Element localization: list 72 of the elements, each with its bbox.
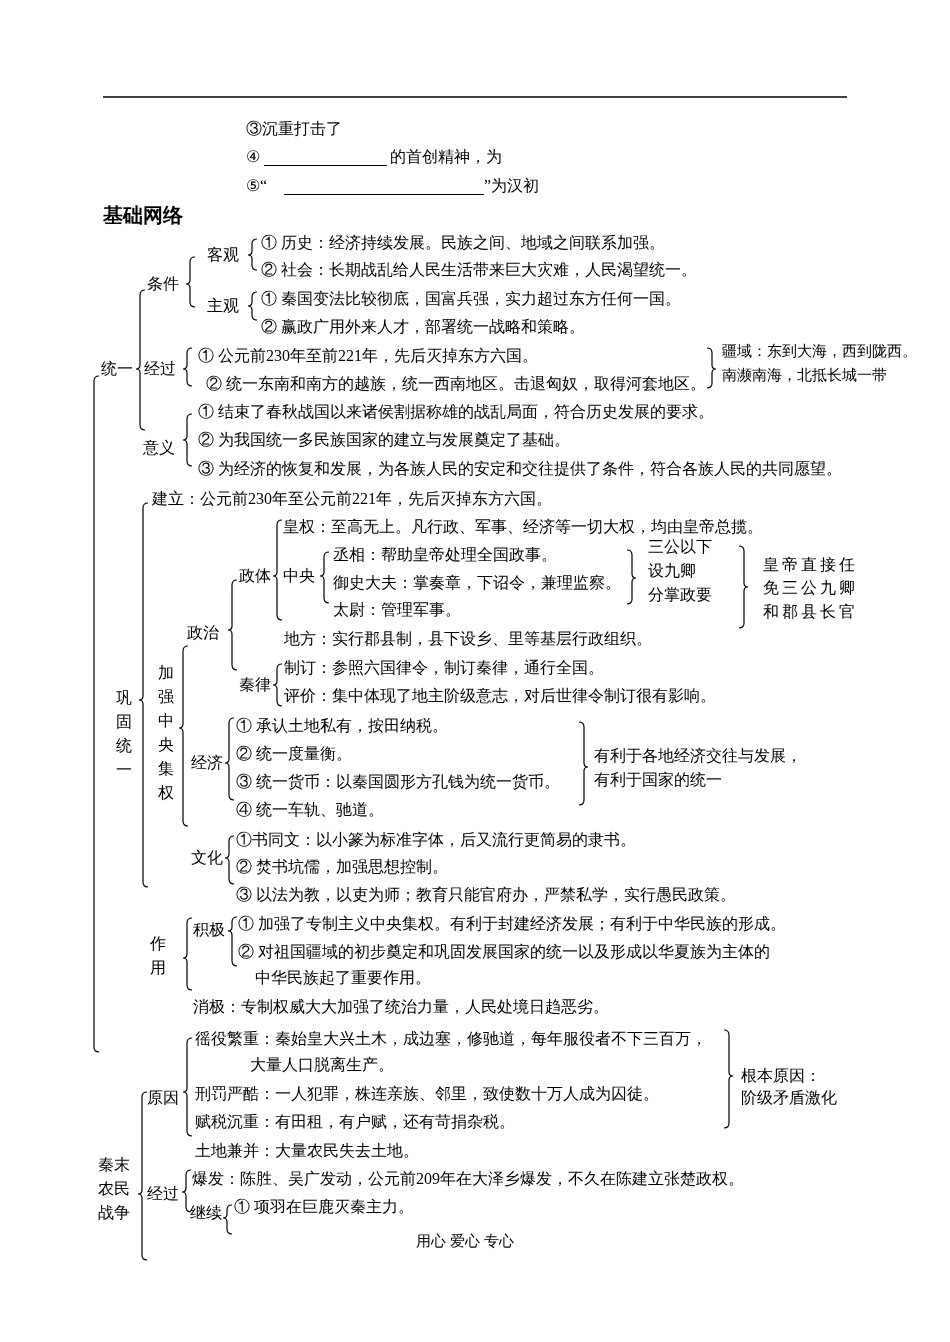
outline-text: ① 秦国变法比较彻底，国富兵强，实力超过东方任何一国。 — [261, 289, 681, 309]
outline-text: ① 结束了春秋战国以来诸侯割据称雄的战乱局面，符合历史发展的要求。 — [198, 402, 714, 422]
note-text: 有利于国家的统一 — [594, 770, 722, 790]
section-heading: 基础网络 — [103, 202, 183, 228]
category-label: 秦律 — [239, 675, 271, 695]
category-label: 政体 — [239, 566, 271, 586]
question-text: ④ — [246, 147, 260, 167]
category-label: 经济 — [191, 753, 223, 773]
outline-text: ① 加强了专制主义中央集权。有利于封建经济发展；有利于中华民族的形成。 — [238, 914, 786, 934]
outline-text: ③ 为经济的恢复和发展，为各族人民的安定和交往提供了条件，符合各族人民的共同愿望。 — [198, 459, 842, 479]
outline-text: ① 历史：经济持续发展。民族之间、地域之间联系加强。 — [261, 233, 665, 253]
note-text: 阶级矛盾激化 — [741, 1088, 837, 1108]
outline-text: 消极：专制权威大大加强了统治力量，人民处境日趋恶劣。 — [193, 997, 609, 1017]
outline-text: ② 统一东南和南方的越族，统一西南地区。击退匈奴，取得河套地区。 — [206, 374, 706, 394]
note-text: 南濒南海，北抵长城一带 — [722, 366, 887, 385]
category-label: 主观 — [207, 296, 239, 316]
outline-text: 地方：实行郡县制，县下设乡、里等基层行政组织。 — [284, 629, 652, 649]
note-text: 三公以下 — [648, 537, 712, 557]
category-label: 中央 — [283, 566, 315, 586]
question-text: ”为汉初 — [484, 176, 540, 196]
outline-text: 赋税沉重：有田租，有户赋，还有苛捐杂税。 — [195, 1112, 515, 1132]
question-text: ⑤“ — [246, 176, 268, 196]
outline-text: 土地兼并：大量农民失去土地。 — [195, 1141, 419, 1161]
question-text: 的首创精神，为 — [390, 147, 502, 167]
note-text: 有利于各地经济交往与发展， — [594, 746, 802, 766]
category-label: 条件 — [147, 274, 179, 294]
outline-text: 制订：参照六国律令，制订秦律，通行全国。 — [284, 658, 604, 678]
note-text: 皇帝直接任 — [763, 555, 858, 575]
category-label: 积极 — [193, 920, 225, 940]
note-text: 分掌政要 — [648, 585, 712, 605]
outline-text: 太尉：管理军事。 — [333, 600, 461, 620]
outline-text: ② 为我国统一多民族国家的建立与发展奠定了基础。 — [198, 430, 570, 450]
category-label: 统一 — [101, 359, 133, 379]
outline-text: 评价：集中体现了地主阶级意志，对后世律令制订很有影响。 — [284, 686, 716, 706]
outline-text: ② 对祖国疆域的初步奠定和巩固发展国家的统一以及形成以华夏族为主体的中华民族起了重要作用。 — [238, 942, 771, 988]
category-label: 文化 — [191, 848, 223, 868]
outline-text: ④ 统一车轨、驰道。 — [236, 800, 384, 820]
outline-text: 丞相：帮助皇帝处理全国政事。 — [333, 545, 557, 565]
note-text: 疆域：东到大海，西到陇西。 — [722, 342, 917, 361]
footer-slogan: 用心 爱心 专心 — [416, 1232, 514, 1251]
category-label: 政治 — [187, 623, 219, 643]
category-label: 意义 — [143, 438, 175, 458]
outline-text: ① 项羽在巨鹿灭秦主力。 — [234, 1197, 414, 1217]
category-label: 继续 — [190, 1203, 222, 1223]
note-text: 免三公九卿 — [763, 578, 858, 598]
outline-text: 皇权：至高无上。凡行政、军事、经济等一切大权，均由皇帝总揽。 — [283, 517, 763, 537]
outline-text: ③ 以法为教，以吏为师；教育只能官府办，严禁私学，实行愚民政策。 — [236, 885, 736, 905]
category-label: 巩固统一 — [116, 688, 132, 780]
category-label: 秦末农民战争 — [98, 1155, 130, 1223]
note-text: 根本原因： — [741, 1066, 821, 1086]
outline-text: 徭役繁重：秦始皇大兴土木，成边塞，修驰道，每年服役者不下三百万，大量人口脱离生产。 — [195, 1029, 708, 1075]
outline-text: 爆发：陈胜、吴广发动，公元前209年在大泽乡爆发，不久在陈建立张楚政权。 — [192, 1169, 744, 1189]
category-label: 原因 — [147, 1088, 179, 1108]
outline-text: ③ 统一货币：以秦国圆形方孔钱为统一货币。 — [236, 772, 560, 792]
outline-text: 刑罚严酷：一人犯罪，株连亲族、邻里，致使数十万人成为囚徒。 — [195, 1084, 659, 1104]
category-label: 作用 — [150, 934, 166, 978]
outline-text: ② 社会：长期战乱给人民生活带来巨大灾难，人民渴望统一。 — [261, 260, 697, 280]
outline-text: ①书同文：以小篆为标准字体，后又流行更简易的隶书。 — [236, 830, 636, 850]
category-label: 客观 — [207, 245, 239, 265]
outline-text: ② 焚书坑儒，加强思想控制。 — [236, 857, 448, 877]
outline-text: ① 公元前230年至前221年，先后灭掉东方六国。 — [198, 346, 538, 366]
outline-text: 御史大夫：掌奏章，下诏令，兼理监察。 — [333, 573, 621, 593]
outline-text: ② 赢政广用外来人才，部署统一战略和策略。 — [261, 317, 585, 337]
outline-text: ② 统一度量衡。 — [236, 744, 352, 764]
outline-text: 建立：公元前230年至公元前221年，先后灭掉东方六国。 — [152, 489, 552, 509]
category-label: 加强中央集权 — [158, 663, 174, 803]
outline-text: ① 承认土地私有，按田纳税。 — [236, 716, 448, 736]
note-text: 设九卿 — [648, 561, 696, 581]
note-text: 和郡县长官 — [763, 602, 858, 622]
category-label: 经过 — [144, 359, 176, 379]
question-text: ③沉重打击了 — [246, 119, 342, 139]
category-label: 经过 — [147, 1184, 179, 1204]
